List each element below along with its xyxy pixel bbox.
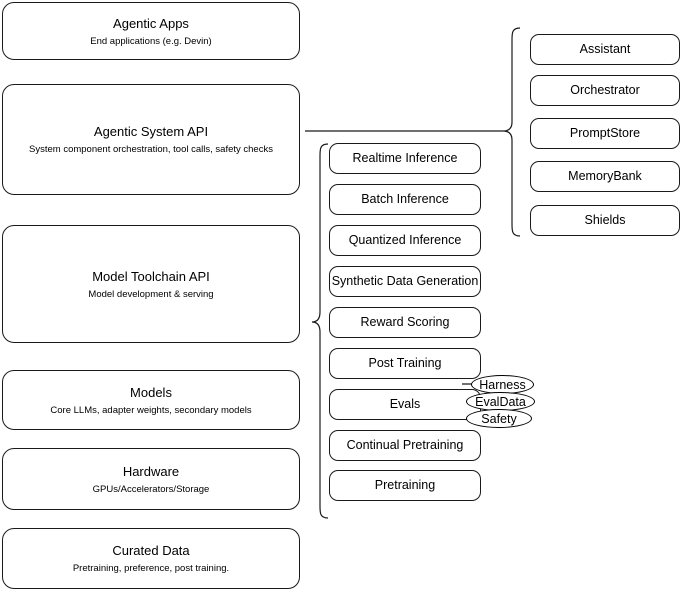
capability-label: Reward Scoring bbox=[360, 315, 450, 329]
capability-quantized-inference[interactable]: Quantized Inference bbox=[329, 225, 481, 256]
component-label: MemoryBank bbox=[568, 169, 642, 183]
capability-label: Batch Inference bbox=[361, 192, 449, 206]
capability-label: Post Training bbox=[368, 356, 442, 370]
layer-title: Models bbox=[130, 384, 172, 400]
brace-toolchain-capabilities bbox=[311, 143, 329, 519]
layer-title: Hardware bbox=[122, 463, 180, 479]
capability-synthetic-data-generation[interactable]: Synthetic Data Generation bbox=[329, 266, 481, 297]
component-orchestrator[interactable]: Orchestrator bbox=[530, 75, 680, 106]
component-label: Assistant bbox=[579, 42, 631, 56]
layer-title: Curated Data bbox=[112, 543, 190, 558]
component-label: Orchestrator bbox=[570, 83, 640, 97]
layer-subtitle: End applications (e.g. Devin) bbox=[90, 35, 212, 47]
layer-model-toolchain-api[interactable]: Model Toolchain API Model development & … bbox=[2, 225, 300, 343]
capability-label: Synthetic Data Generation bbox=[331, 274, 479, 288]
layer-title: Model Toolchain API bbox=[92, 268, 210, 284]
capability-pretraining[interactable]: Pretraining bbox=[329, 470, 481, 501]
component-label: Shields bbox=[584, 213, 626, 227]
eval-chip-label: Safety bbox=[481, 411, 517, 426]
capability-label: Realtime Inference bbox=[352, 151, 458, 165]
component-assistant[interactable]: Assistant bbox=[530, 34, 680, 65]
layer-agentic-apps[interactable]: Agentic Apps End applications (e.g. Devi… bbox=[2, 2, 300, 60]
eval-chip-label: Harness bbox=[479, 377, 526, 392]
component-shields[interactable]: Shields bbox=[530, 205, 680, 236]
capability-realtime-inference[interactable]: Realtime Inference bbox=[329, 143, 481, 174]
capability-label: Continual Pretraining bbox=[346, 438, 464, 452]
eval-chip-harness[interactable]: Harness bbox=[471, 375, 534, 394]
capability-label: Evals bbox=[389, 397, 421, 411]
layer-title: Agentic Apps bbox=[113, 15, 189, 31]
layer-subtitle: System component orchestration, tool cal… bbox=[29, 144, 273, 155]
capability-label: Pretraining bbox=[374, 478, 436, 492]
component-memorybank[interactable]: MemoryBank bbox=[530, 161, 680, 192]
component-promptstore[interactable]: PromptStore bbox=[530, 118, 680, 149]
capability-label: Quantized Inference bbox=[348, 233, 462, 247]
eval-chip-safety[interactable]: Safety bbox=[466, 409, 532, 428]
layer-agentic-system-api[interactable]: Agentic System API System component orch… bbox=[2, 84, 300, 195]
eval-chip-evaldata[interactable]: EvalData bbox=[466, 392, 535, 411]
brace-system-components bbox=[502, 27, 521, 237]
layer-curated-data[interactable]: Curated Data Pretraining, preference, po… bbox=[2, 528, 300, 589]
component-label: PromptStore bbox=[569, 126, 641, 140]
layer-title: Agentic System API bbox=[93, 124, 209, 139]
capability-continual-pretraining[interactable]: Continual Pretraining bbox=[329, 430, 481, 461]
layer-models[interactable]: Models Core LLMs, adapter weights, secon… bbox=[2, 370, 300, 430]
capability-reward-scoring[interactable]: Reward Scoring bbox=[329, 307, 481, 338]
capability-evals[interactable]: Evals bbox=[329, 389, 481, 420]
capability-post-training[interactable]: Post Training bbox=[329, 348, 481, 379]
eval-chip-label: EvalData bbox=[475, 394, 526, 409]
layer-subtitle: Pretraining, preference, post training. bbox=[72, 563, 230, 574]
layer-subtitle: Core LLMs, adapter weights, secondary mo… bbox=[50, 404, 252, 416]
layer-subtitle: Model development & serving bbox=[88, 288, 214, 300]
layer-subtitle: GPUs/Accelerators/Storage bbox=[92, 483, 210, 495]
layer-hardware[interactable]: Hardware GPUs/Accelerators/Storage bbox=[2, 448, 300, 510]
capability-batch-inference[interactable]: Batch Inference bbox=[329, 184, 481, 215]
